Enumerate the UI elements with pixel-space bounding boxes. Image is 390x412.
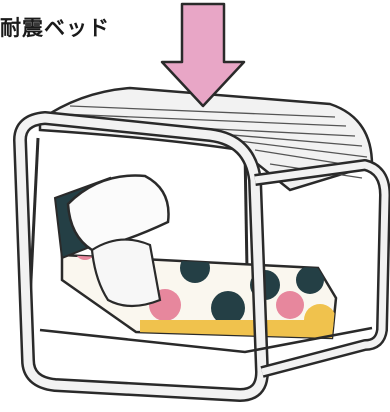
frame-front [15,113,267,400]
frame-base-rail [39,326,373,354]
polka-dots [75,255,336,338]
page-title: 耐震ベッド [0,16,110,40]
pillow [66,174,170,252]
frame-side [254,161,389,376]
down-arrow-icon [160,2,246,108]
duvet [90,238,162,308]
